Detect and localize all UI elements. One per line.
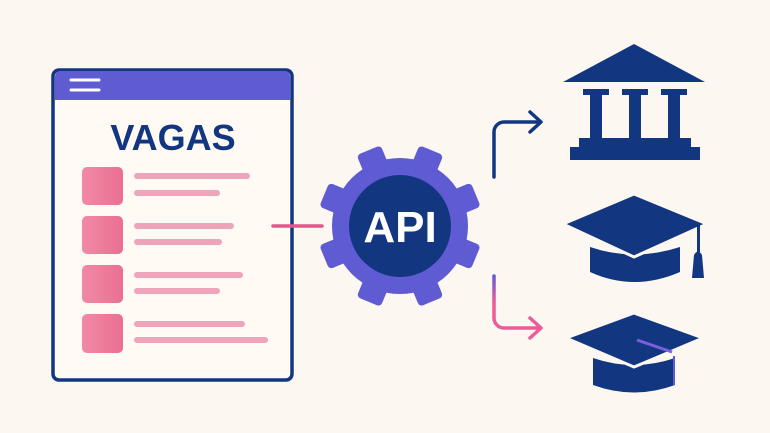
gear-tooth bbox=[449, 183, 480, 215]
graduation-cap-icon bbox=[559, 192, 711, 282]
gear-tooth bbox=[411, 146, 443, 177]
hamburger-menu-icon[interactable] bbox=[69, 78, 101, 92]
api-label: API bbox=[363, 203, 436, 252]
gear-tooth bbox=[411, 275, 443, 306]
arrow-head bbox=[528, 316, 543, 340]
arrow-to-institution-icon bbox=[492, 110, 543, 179]
list-item bbox=[82, 216, 234, 254]
document-header-bar bbox=[55, 71, 290, 100]
document-title: VAGAS bbox=[110, 117, 235, 158]
gear-tooth bbox=[357, 146, 389, 177]
job-listing-document: VAGAS bbox=[51, 68, 294, 382]
gear-tooth bbox=[320, 237, 351, 269]
gear-tooth bbox=[357, 275, 389, 306]
list-item bbox=[82, 167, 250, 205]
graduation-cap-icon bbox=[561, 311, 708, 393]
arrow-to-graduation-icon bbox=[492, 274, 542, 330]
list-item bbox=[82, 265, 243, 303]
list-item bbox=[82, 314, 268, 353]
gear-tooth bbox=[320, 183, 351, 215]
gear-tooth bbox=[449, 237, 480, 269]
institution-building-icon bbox=[563, 44, 705, 160]
api-gear-icon: API bbox=[320, 146, 480, 306]
